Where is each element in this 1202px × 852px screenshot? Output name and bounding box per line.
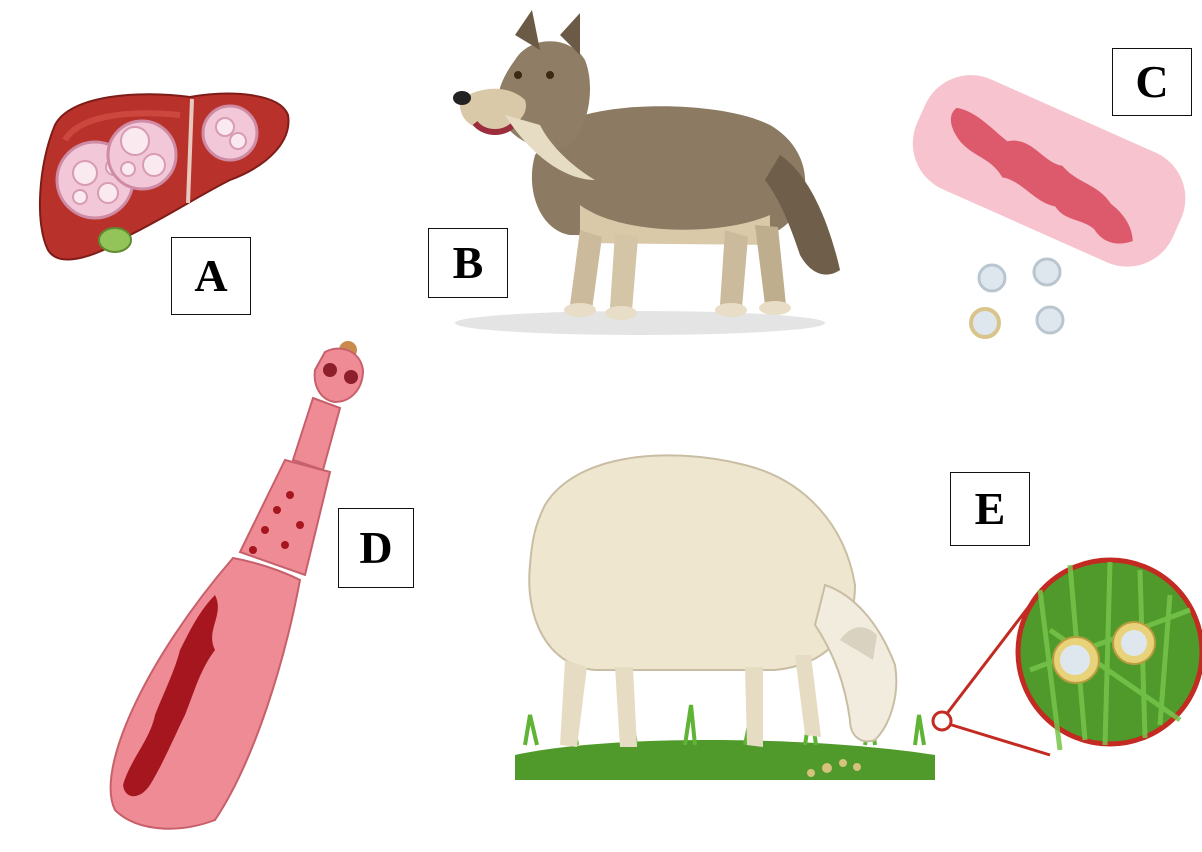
label-e: E	[950, 472, 1030, 546]
egg-zoom-callout	[930, 550, 1202, 770]
sheep-figure	[505, 445, 945, 805]
label-a: A	[171, 237, 251, 315]
tapeworm-figure	[55, 330, 385, 840]
label-d: D	[338, 508, 414, 588]
label-c: C	[1112, 48, 1192, 116]
liver-figure	[30, 85, 300, 275]
label-b: B	[428, 228, 508, 298]
